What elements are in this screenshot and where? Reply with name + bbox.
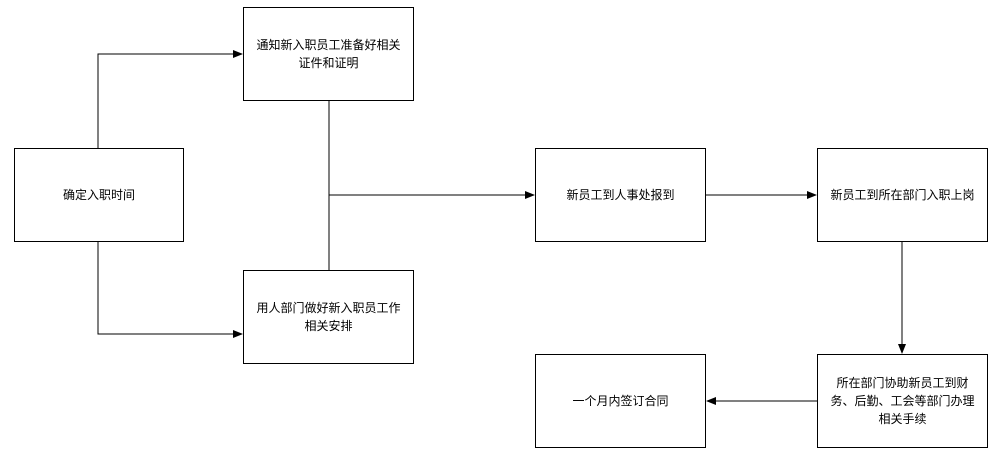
node-report-to-hr: 新员工到人事处报到 xyxy=(535,148,706,242)
arrow-confirm-to-notify xyxy=(97,50,243,148)
node-department-arrangement-label: 用人部门做好新入职员工作相关安排 xyxy=(256,301,401,333)
node-assist-procedures: 所在部门协助新员工到财务、后勤、工会等部门办理相关手续 xyxy=(817,354,988,448)
node-confirm-date-label: 确定入职时间 xyxy=(62,188,135,202)
node-sign-contract: 一个月内签订合同 xyxy=(535,354,706,448)
node-confirm-date: 确定入职时间 xyxy=(14,148,184,242)
node-sign-contract-label: 一个月内签订合同 xyxy=(572,394,669,408)
node-assist-procedures-label: 所在部门协助新员工到财务、后勤、工会等部门办理相关手续 xyxy=(830,376,975,426)
node-notify-documents: 通知新入职员工准备好相关证件和证明 xyxy=(243,7,414,101)
node-join-department: 新员工到所在部门入职上岗 xyxy=(817,148,988,242)
node-report-to-hr-label: 新员工到人事处报到 xyxy=(566,188,675,202)
node-join-department-label: 新员工到所在部门入职上岗 xyxy=(830,188,975,202)
arrow-confirm-to-dept xyxy=(97,242,243,338)
node-department-arrangement: 用人部门做好新入职员工作相关安排 xyxy=(243,270,414,364)
node-notify-documents-label: 通知新入职员工准备好相关证件和证明 xyxy=(256,38,401,70)
